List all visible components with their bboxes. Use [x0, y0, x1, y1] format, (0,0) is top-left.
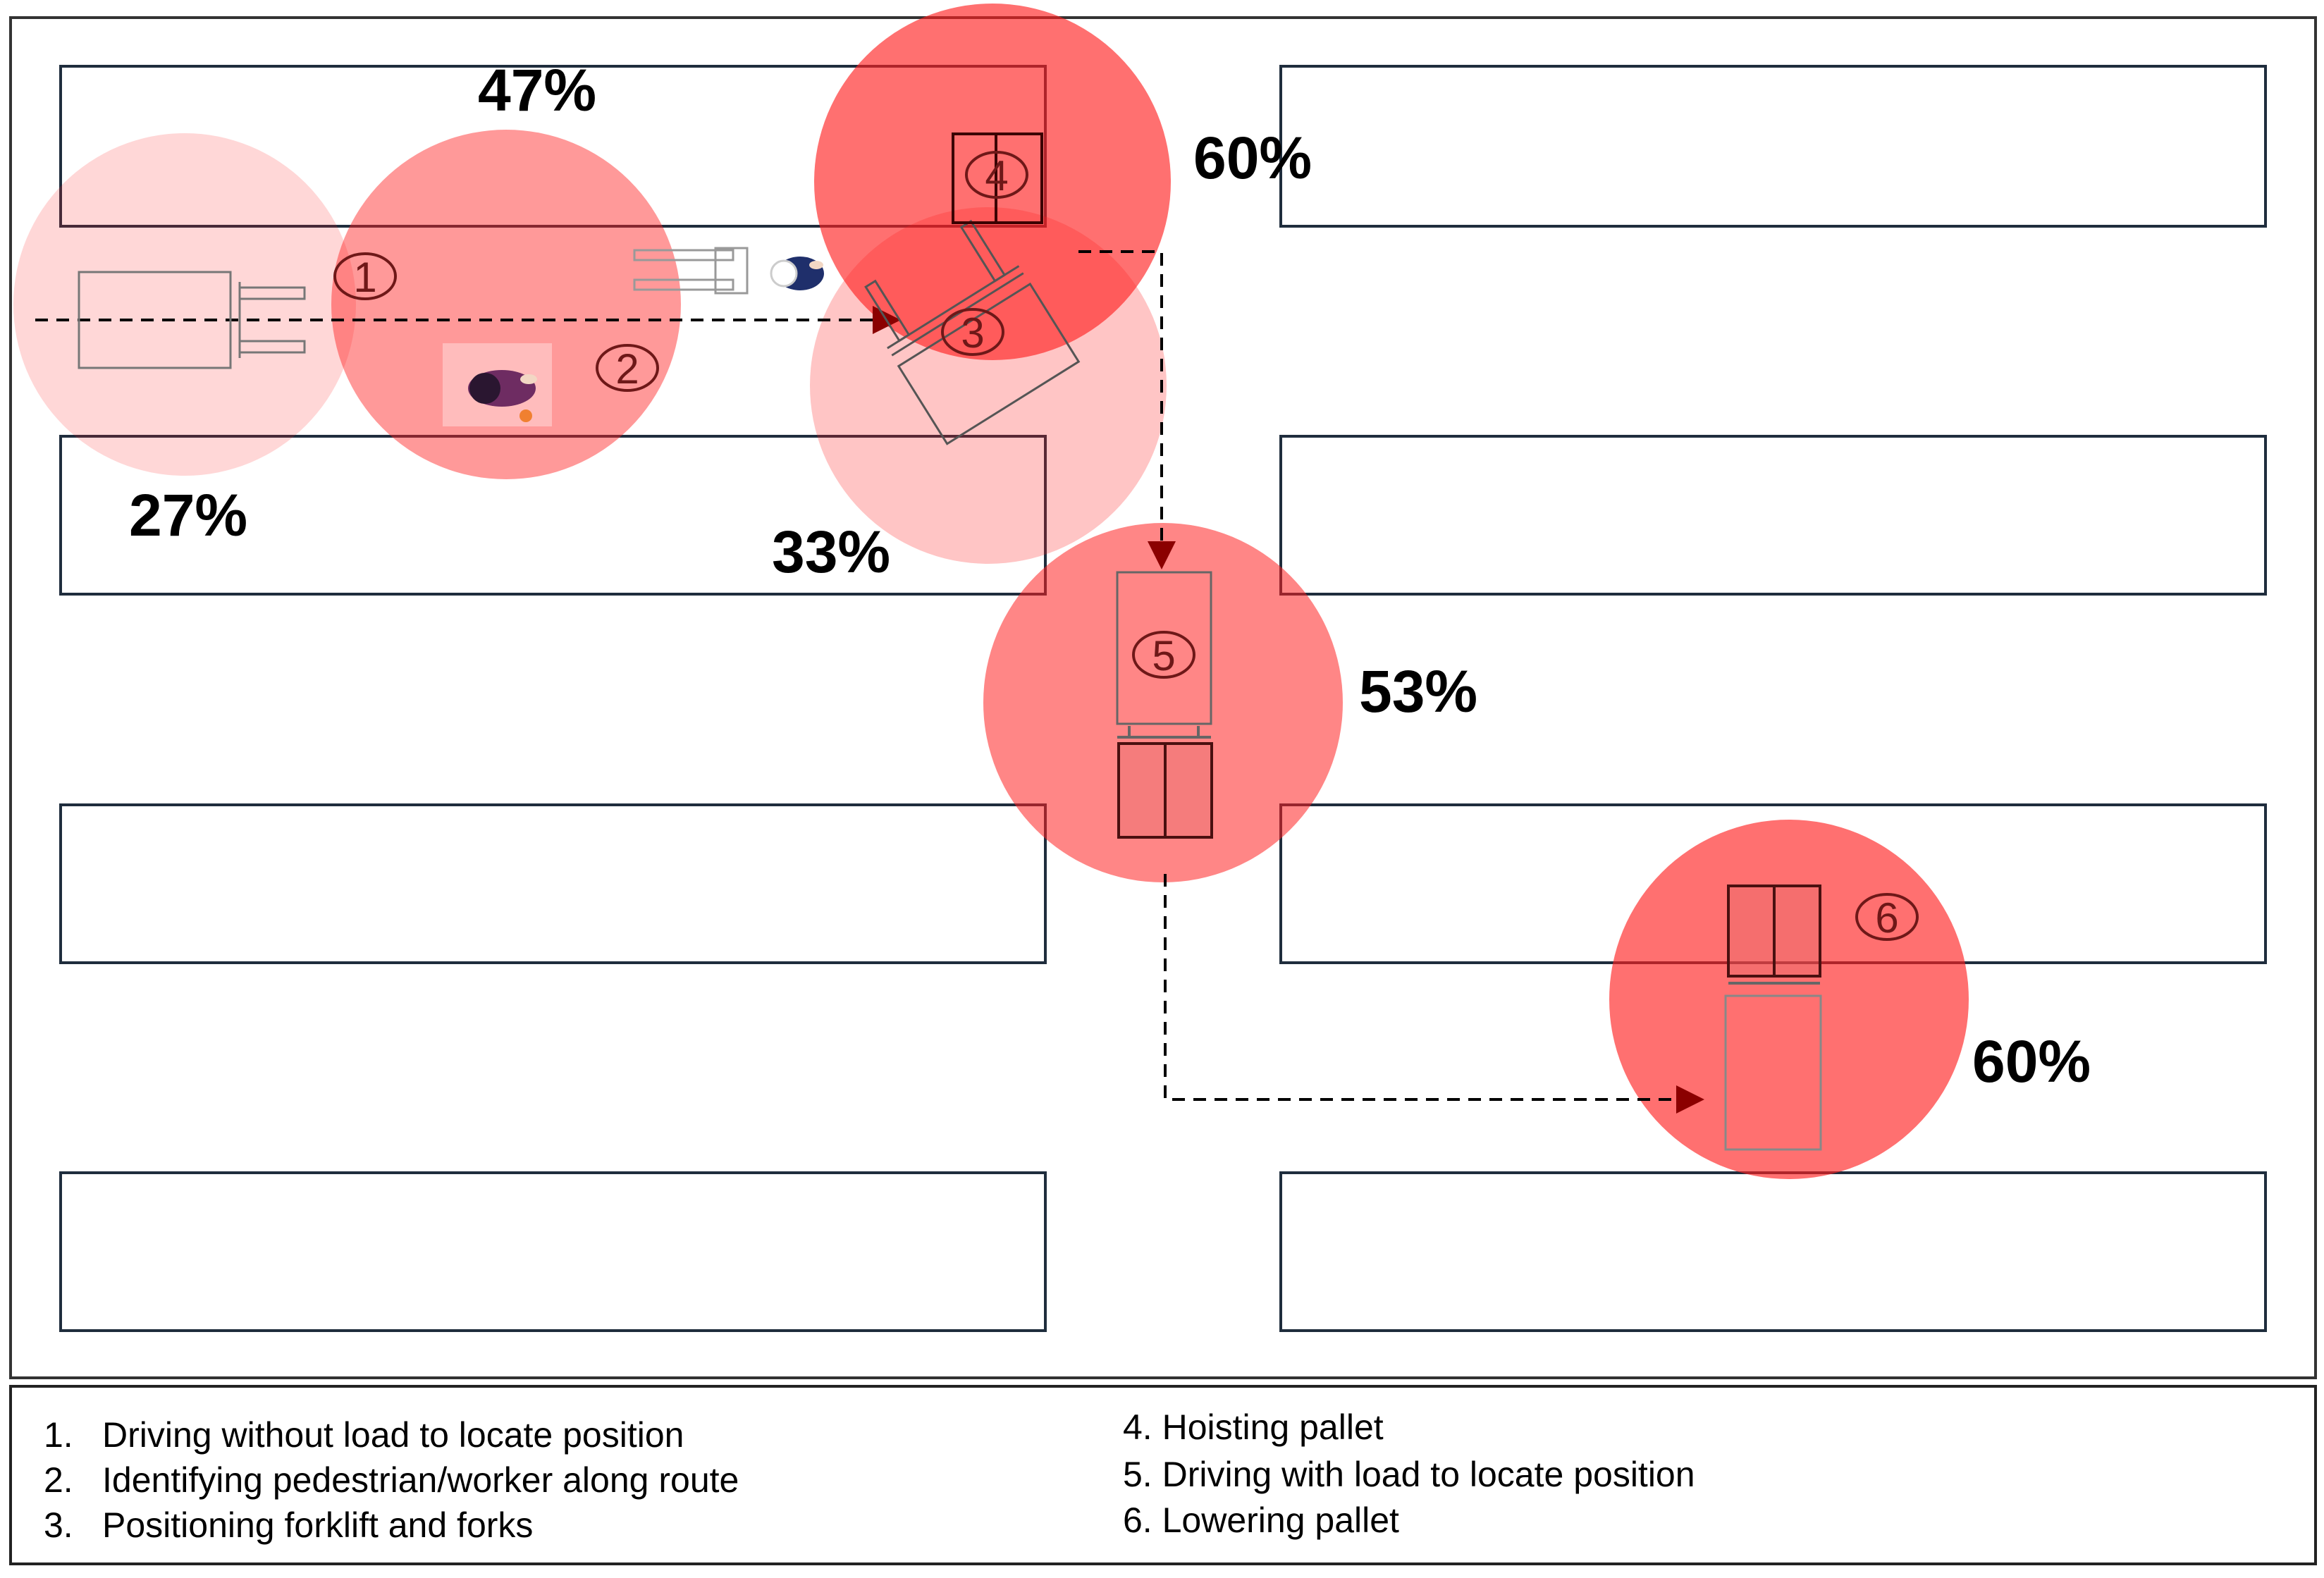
forklift-icon: [78, 271, 306, 369]
rack: [59, 803, 1047, 964]
risk-percent-2: 47%: [478, 57, 596, 123]
step-badges: 1 2 3 4 5 6: [333, 151, 1919, 942]
rack: [1279, 435, 2267, 596]
pallet-icon: [952, 132, 1043, 224]
step-badge-1: 1: [333, 252, 397, 301]
legend-item: Identifying pedestrian/worker along rout…: [102, 1460, 739, 1500]
legend-item: Positioning forklift and forks: [102, 1505, 533, 1545]
step-badge-6: 6: [1855, 893, 1919, 942]
risk-zone-6: [1609, 820, 1969, 1179]
svg-text:6: 6: [1875, 894, 1898, 942]
svg-text:5: 5: [1152, 632, 1175, 679]
legend-item: 4. Hoisting pallet: [1123, 1407, 1384, 1447]
risk-zone-4: [814, 4, 1171, 360]
legend-item: Driving without load to locate position: [102, 1415, 684, 1455]
legend: 1. Driving without load to locate positi…: [44, 1407, 1695, 1545]
risk-zone-1: [13, 133, 356, 476]
step-badge-3: 3: [941, 308, 1004, 357]
rack: [59, 435, 1047, 596]
legend-item: 5. Driving with load to locate position: [1123, 1455, 1695, 1494]
legend-num: 3.: [44, 1505, 73, 1545]
route-segment: [1164, 874, 1704, 1114]
step-badge-4: 4: [965, 151, 1028, 199]
pedestrian-icon: [443, 343, 552, 426]
svg-text:2: 2: [615, 345, 639, 393]
risk-percent-5: 53%: [1359, 658, 1477, 725]
rack: [1279, 65, 2267, 228]
risk-percent-6: 60%: [1972, 1028, 2091, 1095]
route-segment: [1078, 250, 1176, 569]
svg-text:4: 4: [985, 152, 1008, 199]
loaded-forklift-icon: [1116, 571, 1213, 839]
risk-percent-4: 60%: [1193, 125, 1312, 191]
pallet-jack-icon: [633, 247, 749, 295]
risk-percent-labels: 27% 47% 33% 60% 53% 60%: [129, 57, 2091, 1095]
legend-frame: [9, 1385, 2317, 1565]
route: [35, 250, 1704, 1114]
forklift-icon: [864, 219, 1081, 445]
legend-num: 1.: [44, 1415, 73, 1455]
legend-item: 6. Lowering pallet: [1123, 1500, 1399, 1540]
risk-zone-5: [983, 523, 1343, 882]
legend-num: 2.: [44, 1460, 73, 1500]
loaded-forklift-icon: [1724, 884, 1822, 1151]
worker-icon: [770, 257, 824, 290]
svg-text:1: 1: [353, 254, 376, 301]
svg-text:3: 3: [961, 309, 984, 357]
risk-percent-3: 33%: [772, 519, 890, 585]
risk-zone-2: [331, 130, 681, 479]
step-badge-2: 2: [596, 344, 659, 393]
risk-percent-1: 27%: [129, 482, 247, 548]
rack: [59, 1171, 1047, 1332]
step-badge-5: 5: [1132, 631, 1195, 679]
